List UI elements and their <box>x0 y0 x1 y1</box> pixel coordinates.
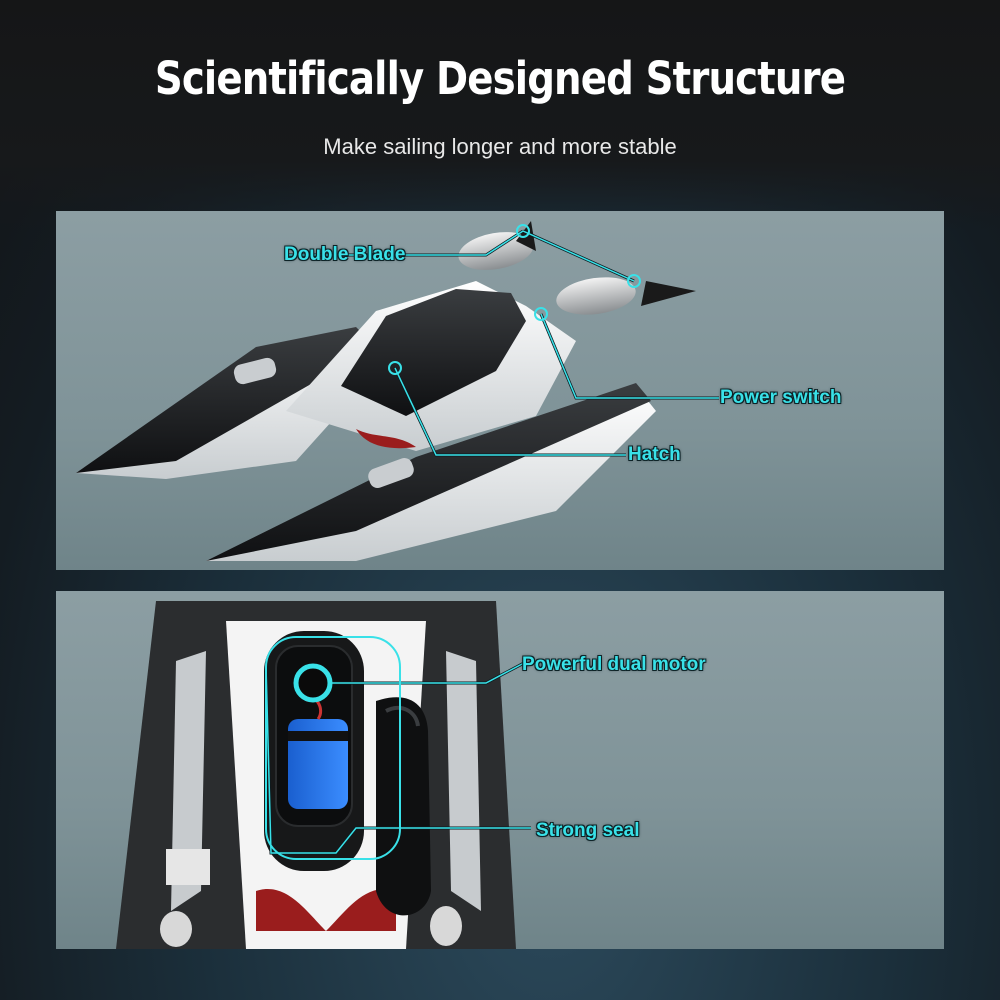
top-view-panel: Powerful dual motor Strong seal <box>56 591 944 949</box>
callout-double-blade: Double Blade <box>284 244 406 265</box>
callout-strong-seal: Strong seal <box>536 820 640 841</box>
callout-powerful-dual-motor: Powerful dual motor <box>522 654 706 675</box>
side-view-panel: Double Blade Power switch Hatch <box>56 211 944 570</box>
boat-top-view-image <box>116 601 531 949</box>
header-backdrop <box>0 0 1000 230</box>
boat-side-view-image <box>76 221 719 561</box>
page-subtitle: Make sailing longer and more stable <box>323 134 677 159</box>
page-title: Scientifically Designed Structure <box>154 52 846 105</box>
callout-power-switch: Power switch <box>720 387 842 408</box>
callout-hatch: Hatch <box>628 444 681 465</box>
